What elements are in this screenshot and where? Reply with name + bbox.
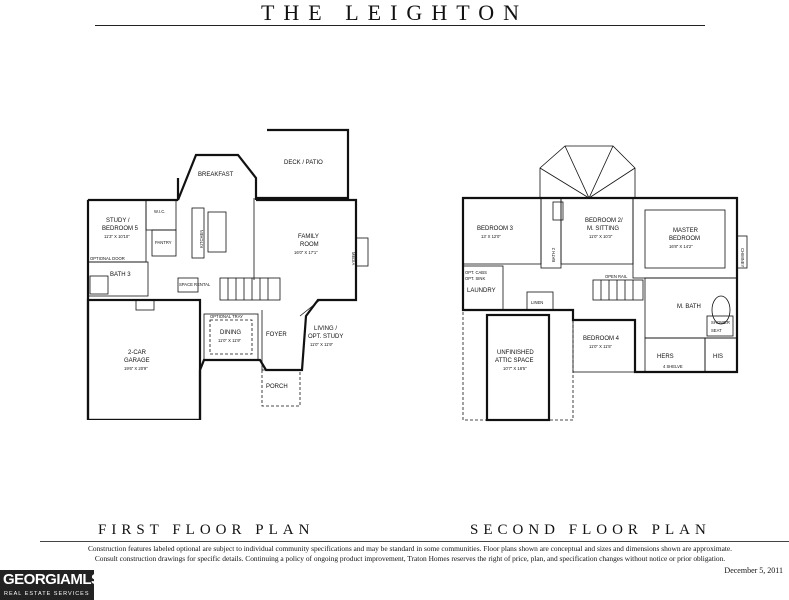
space-rental-box	[177, 277, 199, 293]
label-pantry: PANTRY	[155, 240, 172, 245]
chimney-box	[736, 235, 748, 269]
label-seat: SEAT	[711, 328, 722, 333]
label-study-dim: 11'3" X 10'10"	[104, 234, 130, 239]
georgia-mls-logo: GEORGIAMLS REAL ESTATE SERVICES	[0, 570, 101, 600]
label-laundry: LAUNDRY	[467, 288, 496, 294]
living-wall	[299, 299, 321, 317]
label-hers: HERS	[657, 354, 674, 360]
label-shelve: 4 SHELVE	[663, 364, 683, 369]
disclaimer: Construction features labeled optional a…	[30, 544, 789, 563]
label-space-rental: SPACE RENTAL	[179, 282, 211, 287]
bath-2-tub	[552, 201, 564, 221]
label-family: FAMILY	[298, 234, 319, 240]
master-tub	[711, 295, 731, 325]
tub-fixture	[89, 275, 109, 295]
label-living-dim: 11'0" X 11'9"	[310, 342, 334, 347]
label-study-2: BEDROOM 5	[102, 226, 139, 232]
label-family-2: ROOM	[300, 242, 319, 248]
label-wic: W.I.C.	[154, 209, 165, 214]
plan-title: THE LEIGHTON	[260, 0, 529, 25]
label-bath: BATH 3	[110, 272, 131, 278]
label-bedroom-2-dim: 11'0" X 10'3"	[589, 234, 613, 239]
bay-roof	[539, 145, 636, 199]
label-kitchen: KITCHEN	[199, 230, 204, 248]
label-bedroom-4: BEDROOM 4	[583, 336, 620, 342]
label-garage-dim: 19'6" X 20'9"	[124, 366, 148, 371]
label-family-dim: 16'0" X 17'1"	[294, 250, 318, 255]
label-attic-2: ATTIC SPACE	[495, 358, 533, 364]
label-garage: 2-CAR	[128, 350, 147, 356]
label-bedroom-3-dim: 13' X 12'0"	[481, 234, 501, 239]
deck-outline	[256, 128, 350, 200]
label-his: HIS	[713, 354, 723, 360]
stair-treads-2	[600, 280, 634, 300]
linen-closet	[526, 291, 554, 311]
label-bedroom-2b: M. SITTING	[587, 226, 619, 232]
dining-room	[203, 313, 259, 361]
fireplace	[355, 237, 369, 267]
label-attic-dim: 10'7" X 18'5"	[503, 366, 527, 371]
label-garage-2: GARAGE	[124, 358, 150, 364]
label-bedroom-4-dim: 11'0" X 11'5"	[589, 344, 613, 349]
label-dining-dim: 11'0" X 11'9"	[218, 338, 242, 343]
label-dining: DINING	[220, 330, 241, 336]
kitchen-island	[207, 211, 227, 253]
wic-closet	[145, 199, 177, 231]
label-mbath: M. BATH	[677, 304, 701, 310]
attic-space	[462, 309, 574, 421]
label-master-dim: 16'8" X 14'2"	[669, 244, 693, 249]
dining-tray	[209, 319, 253, 355]
label-study: STUDY /	[106, 218, 130, 224]
label-breakfast: BREAKFAST	[198, 172, 234, 178]
pantry-closet	[151, 229, 177, 257]
label-opt-sink: OPT. SINK	[465, 276, 485, 281]
master-shower	[706, 315, 734, 337]
garage-steps	[135, 299, 155, 311]
logo-sub-text: REAL ESTATE SERVICES	[4, 591, 90, 597]
label-optional-door: OPTIONAL DOOR	[90, 256, 125, 261]
footer-rule	[40, 541, 789, 542]
bath-room	[87, 261, 149, 297]
first-floor-walls	[86, 198, 358, 420]
bedroom-4-room	[572, 319, 636, 373]
label-bath-2: BATH 2	[551, 247, 556, 262]
first-floor-plan: DECK / PATIO BREAKFAST STUDY / BEDROOM 5…	[86, 128, 369, 420]
label-attic: UNFINISHED	[497, 350, 534, 356]
label-master-2: BEDROOM	[669, 236, 700, 242]
laundry-room	[462, 265, 504, 311]
plan-date: December 5, 2011	[724, 566, 783, 575]
logo-main-text: GEORGIAMLS	[3, 571, 101, 588]
kitchen-counter	[191, 207, 205, 259]
label-foyer: FOYER	[266, 332, 287, 338]
label-master: MASTER	[673, 228, 699, 234]
label-porch: PORCH	[266, 384, 288, 390]
label-bedroom-3: BEDROOM 3	[477, 226, 514, 232]
title-rule	[95, 25, 705, 26]
label-media: MEDIA	[351, 252, 356, 265]
label-opt-cabs: OPT. CABS	[465, 270, 487, 275]
label-shower: SHOWER	[711, 320, 730, 325]
label-deck: DECK / PATIO	[284, 160, 323, 166]
stairs	[219, 277, 281, 301]
breakfast-bay	[176, 153, 258, 201]
label-linen: LINEN	[531, 300, 543, 305]
porch-outline	[261, 369, 301, 407]
his-closet	[704, 337, 738, 373]
label-optional-tray: OPTIONAL TRAY	[210, 314, 243, 319]
second-floor-plan: BEDROOM 3 13' X 12'0" BATH 2 BEDROOM 2/ …	[461, 145, 748, 422]
label-living-2: OPT. STUDY	[308, 334, 343, 340]
disclaimer-line-2: Consult construction drawings for specif…	[94, 553, 726, 563]
stair-treads	[227, 278, 269, 300]
master-tray	[644, 209, 726, 269]
label-open-rail: OPEN RAIL	[605, 274, 628, 279]
disclaimer-line-1: Construction features labeled optional a…	[87, 544, 733, 553]
second-floor-label: SECOND FLOOR PLAN	[470, 522, 711, 538]
label-chimney: CHIMNEY	[740, 248, 745, 268]
stairs-2	[592, 279, 644, 301]
first-floor-label: FIRST FLOOR PLAN	[98, 522, 315, 538]
attic-inner	[485, 313, 551, 422]
label-bedroom-2: BEDROOM 2/	[585, 218, 623, 224]
label-living: LIVING /	[314, 326, 337, 332]
